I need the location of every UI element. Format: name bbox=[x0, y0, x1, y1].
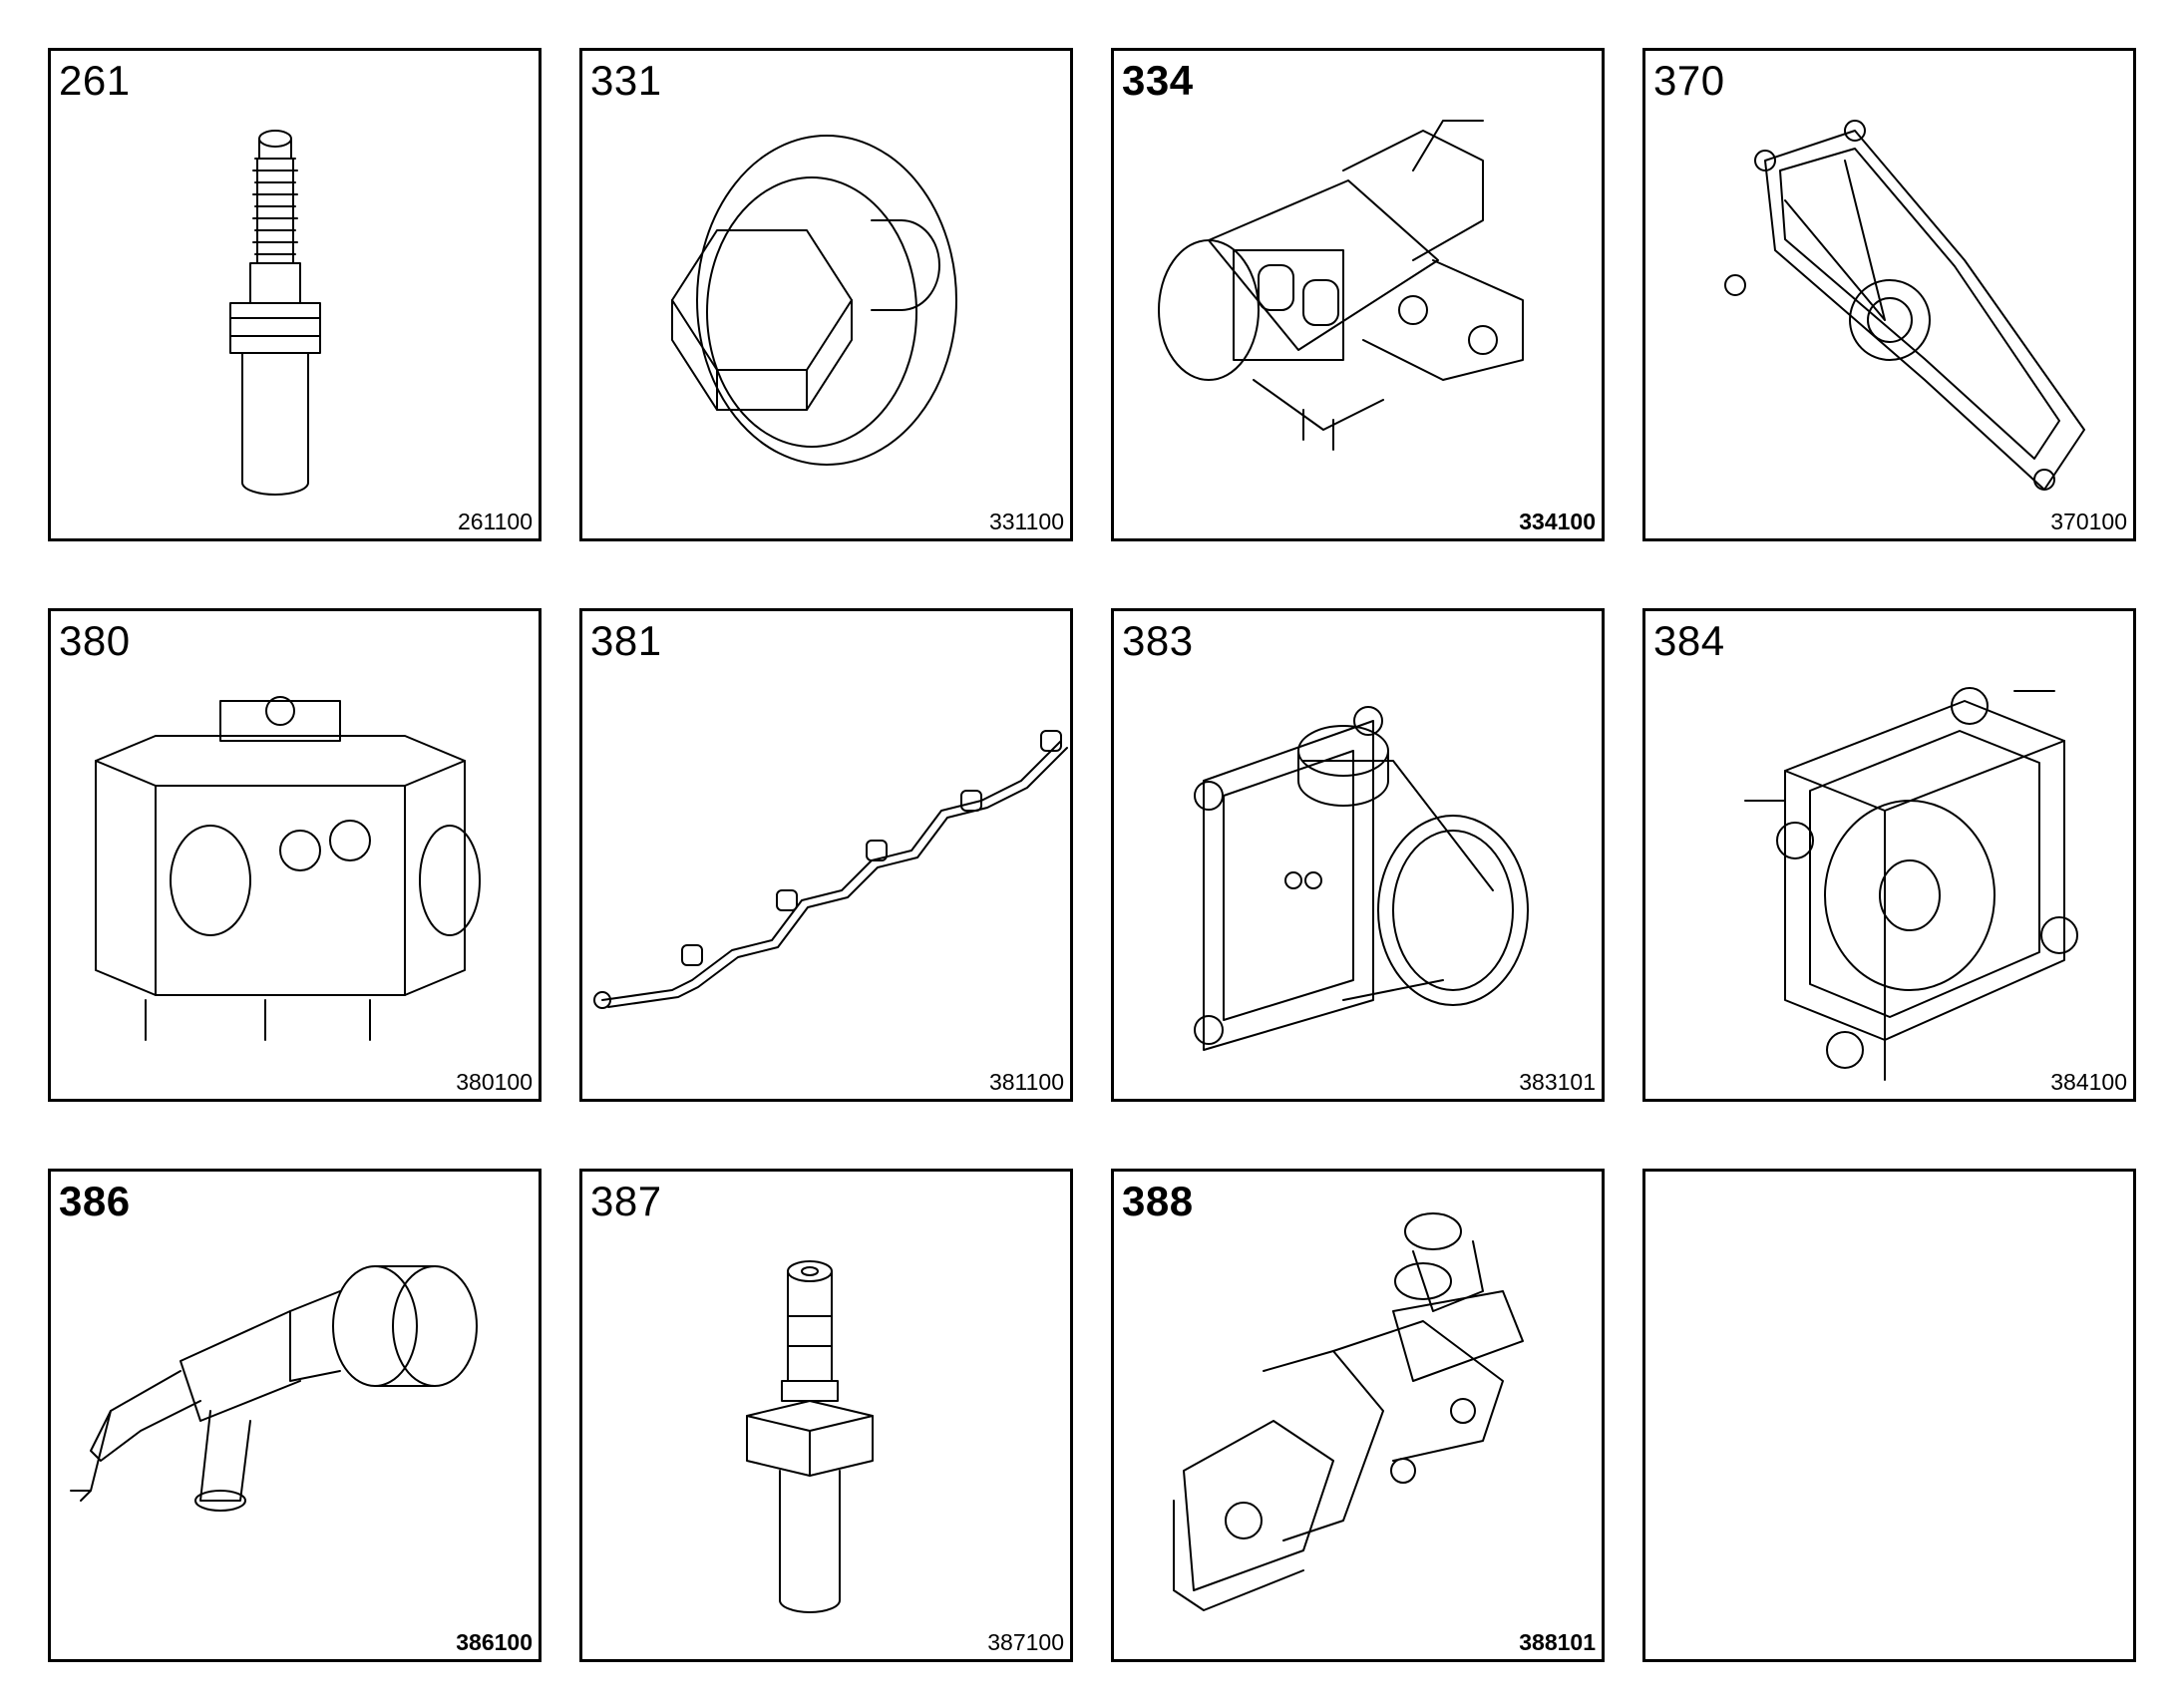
part-number: 380 bbox=[59, 617, 131, 664]
image-code: 261100 bbox=[457, 509, 533, 534]
valve-fitting-icon bbox=[51, 1172, 539, 1659]
spark-plug-icon bbox=[51, 51, 539, 538]
part-cell-261[interactable]: 261 261100 bbox=[48, 48, 542, 541]
part-number: 381 bbox=[590, 617, 662, 664]
part-number: 383 bbox=[1122, 617, 1194, 664]
image-code: 334100 bbox=[1519, 509, 1596, 534]
part-number: 384 bbox=[1653, 617, 1725, 664]
part-number: 331 bbox=[590, 57, 662, 104]
part-cell-empty bbox=[1642, 1169, 2136, 1662]
part-number: 370 bbox=[1653, 57, 1725, 104]
part-number: 387 bbox=[590, 1178, 662, 1224]
throttle-body-icon bbox=[1114, 611, 1602, 1099]
part-cell-380[interactable]: 380 380100 bbox=[48, 608, 542, 1102]
part-cell-334[interactable]: 334 334100 bbox=[1111, 48, 1605, 541]
throttle-assembly-icon bbox=[1114, 51, 1602, 538]
image-code: 387100 bbox=[987, 1629, 1064, 1655]
part-cell-381[interactable]: 381 381100 bbox=[579, 608, 1073, 1102]
image-code: 331100 bbox=[988, 509, 1064, 534]
part-cell-387[interactable]: 387 387100 bbox=[579, 1169, 1073, 1662]
cover-plate-icon bbox=[1645, 51, 2133, 538]
manifold-block-icon bbox=[51, 611, 539, 1099]
fuel-rail-icon bbox=[582, 611, 1070, 1099]
flanged-plug-icon bbox=[582, 51, 1070, 538]
image-code: 386100 bbox=[456, 1629, 533, 1655]
part-cell-388[interactable]: 388 388101 bbox=[1111, 1169, 1605, 1662]
part-number: 386 bbox=[59, 1178, 131, 1224]
part-cell-370[interactable]: 370 370100 bbox=[1642, 48, 2136, 541]
part-number: 261 bbox=[59, 57, 131, 104]
image-code: 370100 bbox=[2050, 509, 2127, 534]
hose-connector-icon bbox=[582, 1172, 1070, 1659]
part-number: 334 bbox=[1122, 57, 1194, 104]
part-number: 388 bbox=[1122, 1178, 1194, 1224]
part-cell-331[interactable]: 331 331100 bbox=[579, 48, 1073, 541]
coolant-housing-icon bbox=[1114, 1172, 1602, 1659]
flange-cover-icon bbox=[1645, 611, 2133, 1099]
part-cell-384[interactable]: 384 384100 bbox=[1642, 608, 2136, 1102]
image-code: 381100 bbox=[988, 1069, 1064, 1095]
image-code: 380100 bbox=[456, 1069, 533, 1095]
image-code: 383101 bbox=[1519, 1069, 1596, 1095]
part-cell-383[interactable]: 383 383101 bbox=[1111, 608, 1605, 1102]
part-cell-386[interactable]: 386 386100 bbox=[48, 1169, 542, 1662]
image-code: 388101 bbox=[1519, 1629, 1596, 1655]
image-code: 384100 bbox=[2050, 1069, 2127, 1095]
